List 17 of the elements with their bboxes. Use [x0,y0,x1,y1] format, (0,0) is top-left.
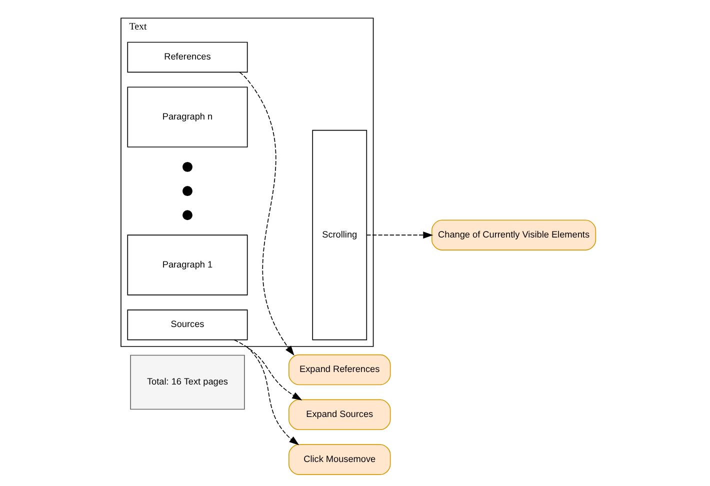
node-box: Expand References [288,354,391,386]
node-circle [182,162,192,172]
arrow [366,232,434,239]
node-box: Scrolling [312,130,368,340]
node-circle [182,186,192,196]
node-circle [182,210,192,220]
node-box: Click Mousemove [288,444,391,475]
node-box: References [127,42,248,73]
node-box: Paragraph 1 [127,234,248,296]
arrow [239,72,294,356]
node-box: Expand Sources [288,399,391,430]
node-box: Sources [127,310,248,340]
node-box: Change of Currently Visible Elements [431,220,596,250]
arrow [234,339,302,400]
node-box: Paragraph n [127,86,248,148]
node-box: Total: 16 Text pages [130,354,245,410]
arrow [246,346,300,446]
